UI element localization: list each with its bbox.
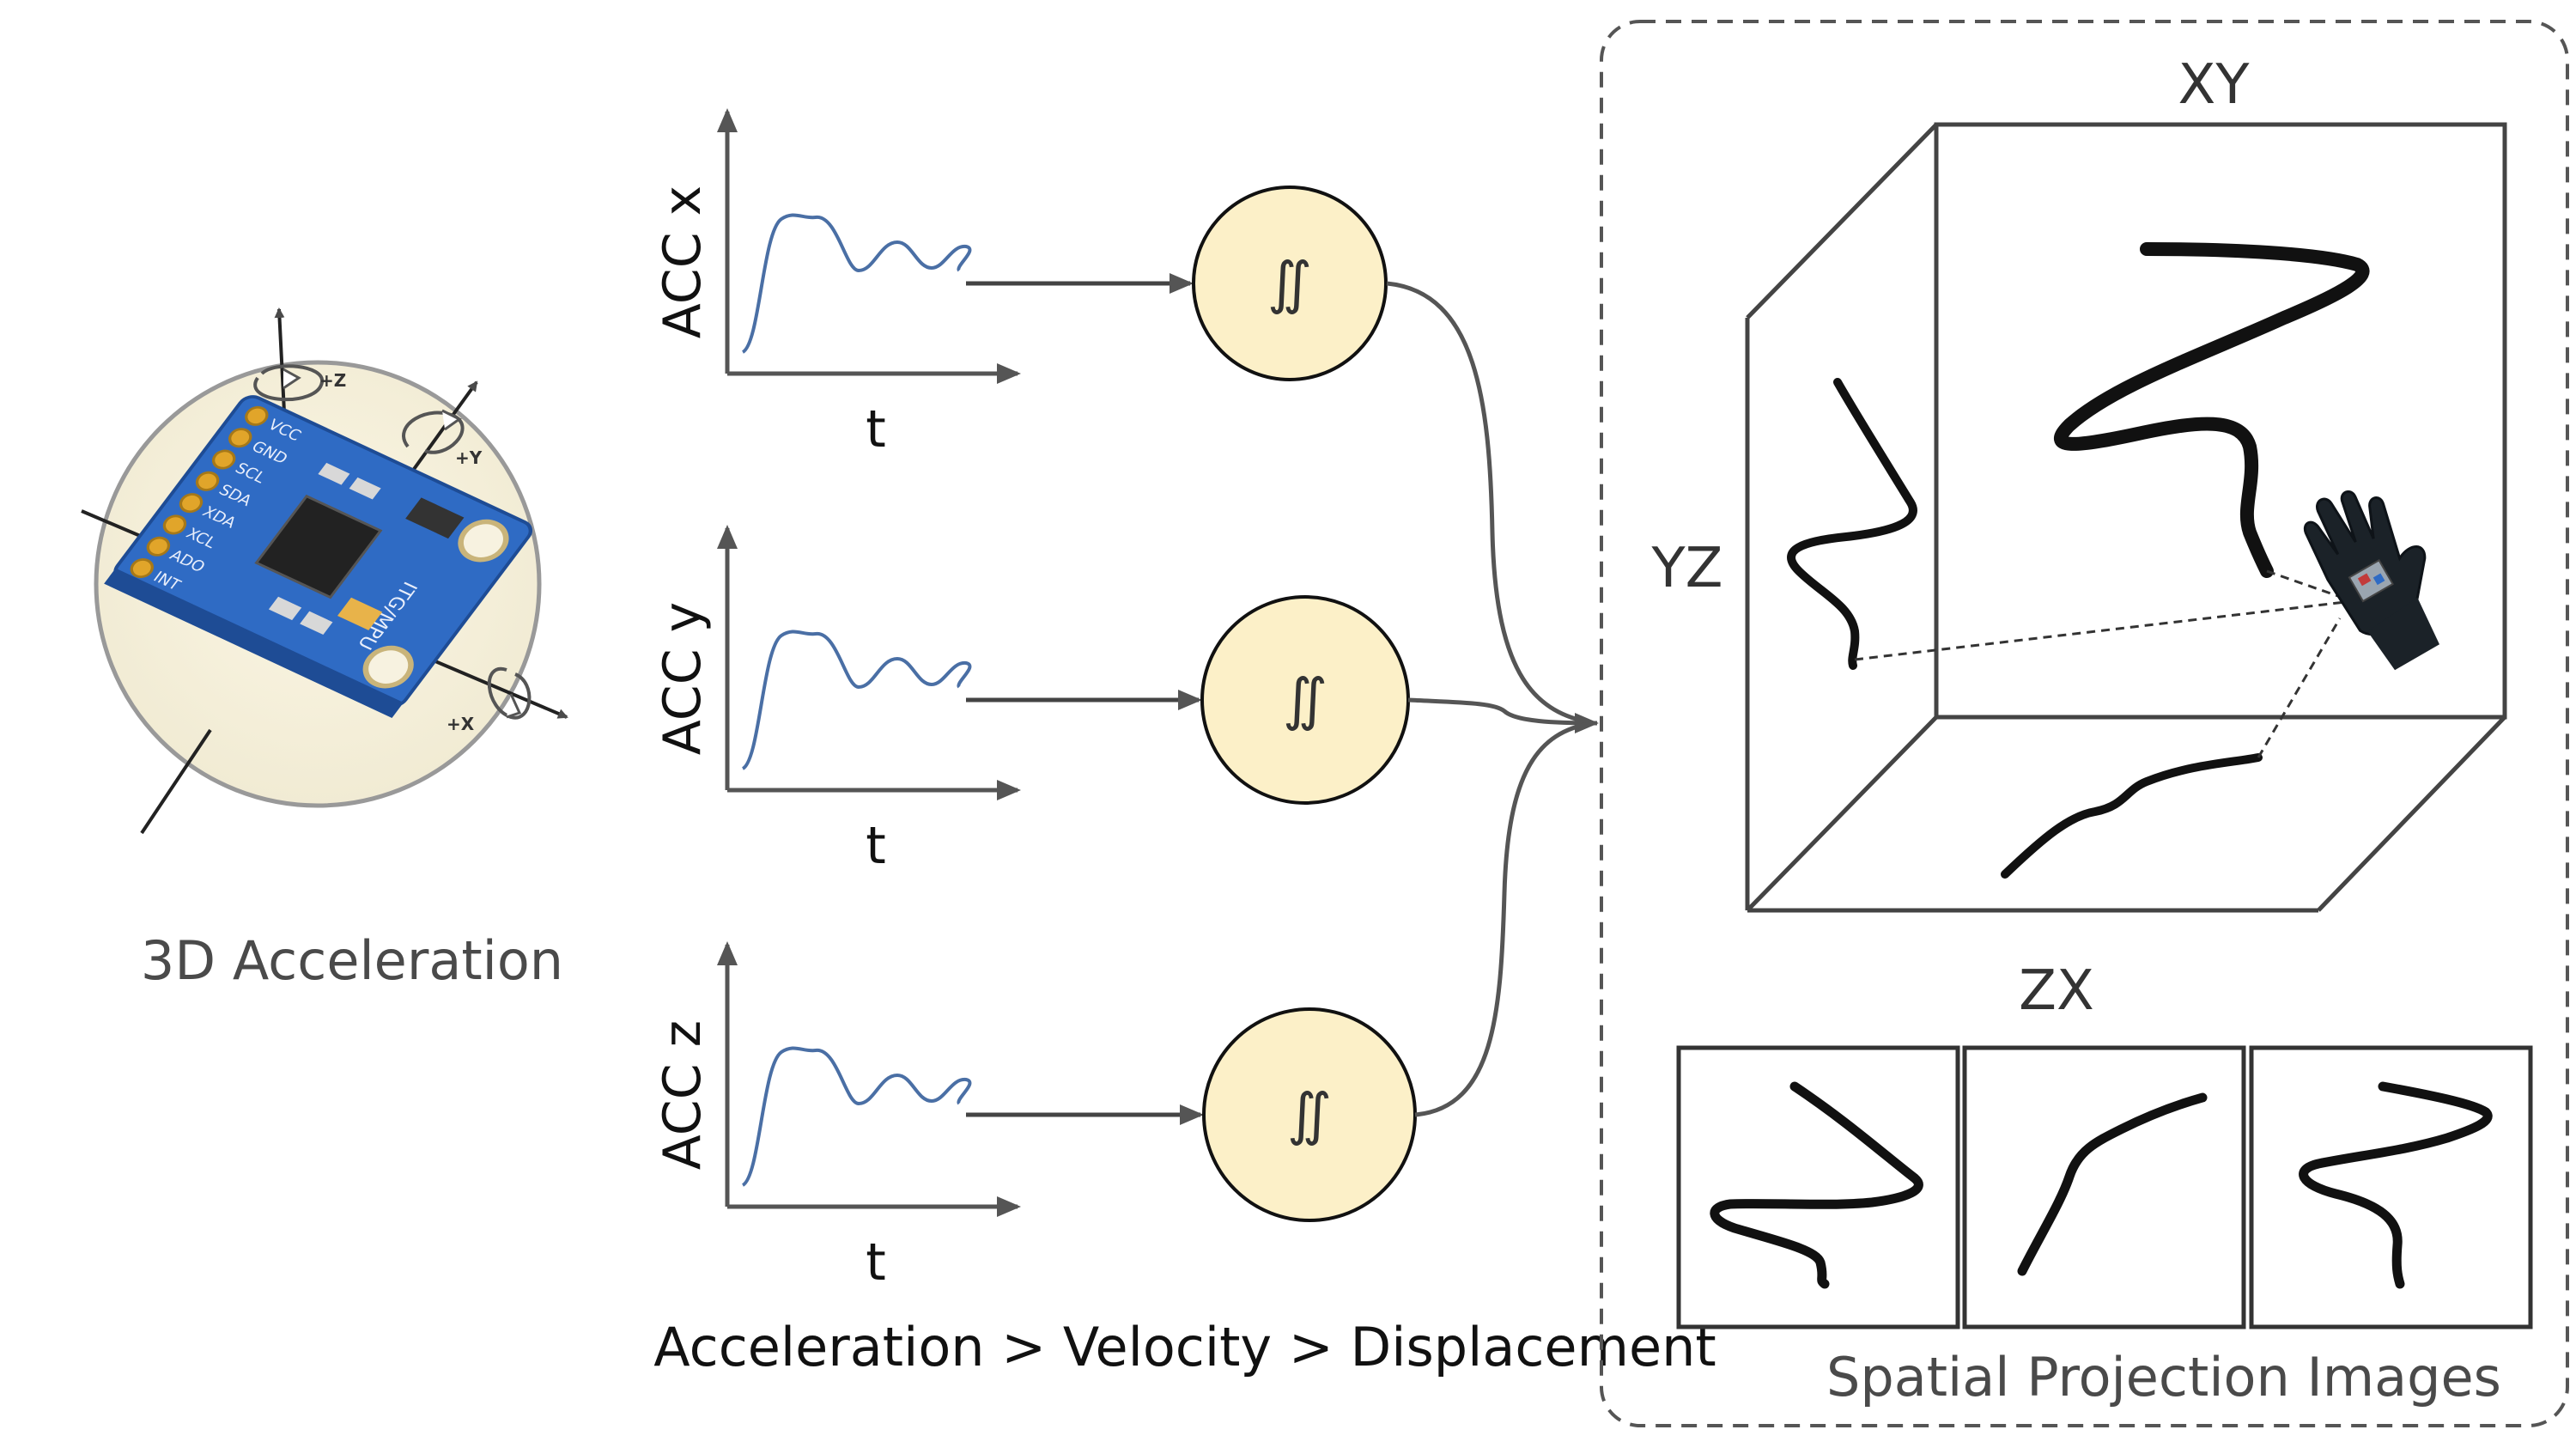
signal-xlabel: t xyxy=(866,399,886,459)
board-pin xyxy=(228,428,252,448)
merge-curves xyxy=(1386,281,1599,1117)
board-pin xyxy=(162,514,187,535)
projection-panel: XY YZ ZX xyxy=(1600,20,2569,1427)
thumbnail-row xyxy=(1676,1045,2533,1329)
plane-label-xy: XY xyxy=(2178,53,2251,117)
axis-label-z: +Z xyxy=(319,370,346,391)
trajectory-xy xyxy=(2054,242,2370,578)
merge-curve-y xyxy=(1407,697,1599,733)
board-pin xyxy=(245,405,269,426)
pipeline-caption: Acceleration > Velocity > Displacement xyxy=(653,1316,1716,1378)
signal-plot-2: ACC z t xyxy=(653,941,1021,1293)
thumbnail-1-trajectory xyxy=(1710,1081,1923,1289)
signal-plot-0: ACC x t xyxy=(653,108,1021,459)
axis-label-x: +X xyxy=(447,714,475,734)
integrators: ∬ ∬ ∬ xyxy=(966,186,1417,1222)
merge-curve-z xyxy=(1414,721,1594,1117)
merge-curve-x xyxy=(1386,281,1594,726)
projection-cube xyxy=(1745,122,2507,913)
thumbnail-2-trajectory xyxy=(2017,1092,2208,1276)
rotation-x-icon: +X xyxy=(447,666,532,734)
cube-back-face xyxy=(1934,122,2507,720)
sensor-caption: 3D Acceleration xyxy=(141,929,563,992)
trajectory-yz xyxy=(1787,378,1917,670)
board-pin xyxy=(179,493,204,514)
signal-curve xyxy=(741,213,972,354)
thumbnail-2 xyxy=(1962,1045,2246,1329)
signal-ylabel: ACC z xyxy=(653,1020,713,1170)
plane-label-zx: ZX xyxy=(2019,959,2094,1023)
signal-xlabel: t xyxy=(866,1232,886,1293)
thumbnail-3 xyxy=(2249,1045,2533,1329)
signal-ylabel: ACC x xyxy=(653,186,713,338)
board-pin xyxy=(146,536,171,557)
projection-frame xyxy=(1600,20,2569,1427)
board-pin xyxy=(211,449,236,470)
trajectories xyxy=(1787,242,2370,879)
thumbnail-3-trajectory xyxy=(2299,1081,2493,1289)
signal-plot-1: ACC y t xyxy=(653,525,1021,876)
trajectory-zx xyxy=(2001,753,2263,879)
integrator-symbol: ∬ xyxy=(1267,250,1312,316)
board-pin xyxy=(195,471,220,491)
integrator-symbol: ∬ xyxy=(1287,1081,1332,1147)
projection-caption: Spatial Projection Images xyxy=(1826,1346,2501,1408)
projection-guides xyxy=(1854,569,2354,758)
signal-curve xyxy=(741,1046,972,1187)
integrator-2: ∬ xyxy=(966,1007,1417,1222)
integrator-0: ∬ xyxy=(966,186,1388,381)
signal-xlabel: t xyxy=(866,816,886,876)
signal-ylabel: ACC y xyxy=(653,602,713,755)
integrator-node xyxy=(1192,186,1388,381)
rotation-y-icon: +Y xyxy=(402,409,483,468)
board-pin xyxy=(130,558,155,579)
axis-z-line-lower xyxy=(140,728,212,835)
rotation-z-icon: +Z xyxy=(253,364,346,402)
integrator-1: ∬ xyxy=(966,595,1410,805)
glove-icon xyxy=(2303,490,2439,671)
plane-label-yz: YZ xyxy=(1651,537,1723,600)
integrator-symbol: ∬ xyxy=(1283,666,1327,733)
signal-curve xyxy=(741,630,972,770)
axis-label-y: +Y xyxy=(455,447,483,468)
